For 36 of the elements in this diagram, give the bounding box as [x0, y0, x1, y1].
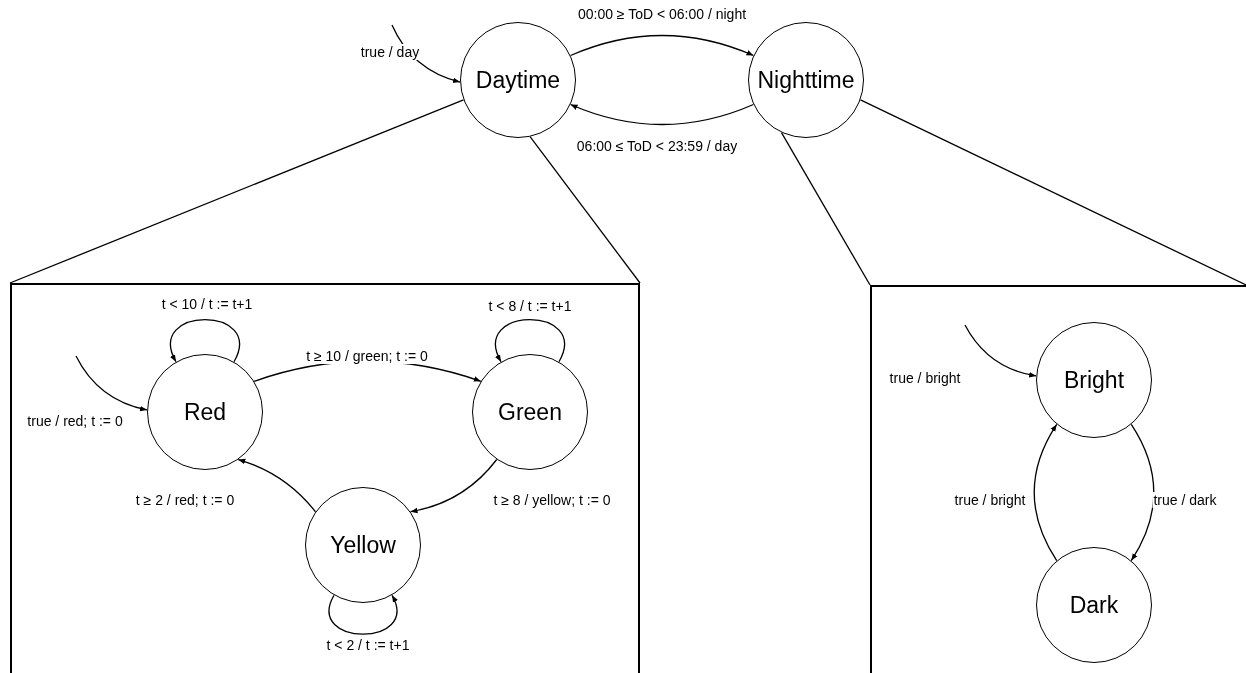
transition-arrow: [964, 324, 1037, 378]
edge-label: true / dark: [1152, 492, 1218, 508]
edge-label: true / red; t := 0: [26, 413, 124, 429]
edge-label: t ≥ 8 / yellow; t := 0: [492, 492, 612, 508]
edge-label: t ≥ 10 / green; t := 0: [305, 348, 429, 364]
transition-arrow: [237, 458, 317, 513]
transition-arrow: [170, 318, 240, 363]
edge-label: true / day: [359, 44, 421, 60]
connector-line: [780, 131, 871, 286]
state-name: Daytime: [475, 66, 561, 94]
edge-label: 00:00 ≥ ToD < 06:00 / night: [576, 6, 748, 22]
transition-arrow: [495, 318, 565, 363]
state-name: Yellow: [330, 531, 396, 559]
state-name: Nighttime: [757, 66, 855, 94]
connector-line: [859, 99, 1246, 286]
transition-arrow: [1033, 423, 1058, 562]
zoom-frame: [870, 285, 1246, 673]
edge-label: t ≥ 2 / red; t := 0: [134, 492, 236, 508]
state-name: Dark: [1069, 591, 1119, 619]
transition-arrow: [569, 34, 755, 57]
edge-label: 06:00 ≤ ToD < 23:59 / day: [575, 138, 739, 154]
edge-label: t < 8 / t := t+1: [487, 298, 573, 314]
edge-label: t < 10 / t := t+1: [160, 296, 254, 312]
transition-arrow: [569, 103, 755, 126]
transition-arrow: [409, 458, 498, 514]
transition-arrow: [1130, 423, 1155, 562]
edge-label: t < 2 / t := t+1: [325, 637, 411, 653]
edge-label: true / bright: [953, 492, 1027, 508]
state-name: Green: [498, 398, 562, 426]
state-name: Bright: [1063, 366, 1125, 394]
edge-label: true / bright: [888, 370, 962, 386]
transition-arrow: [328, 594, 398, 635]
state-name: Red: [183, 398, 227, 426]
transition-arrow: [75, 355, 148, 412]
connector-line: [529, 136, 641, 284]
connector-line: [9, 99, 465, 284]
